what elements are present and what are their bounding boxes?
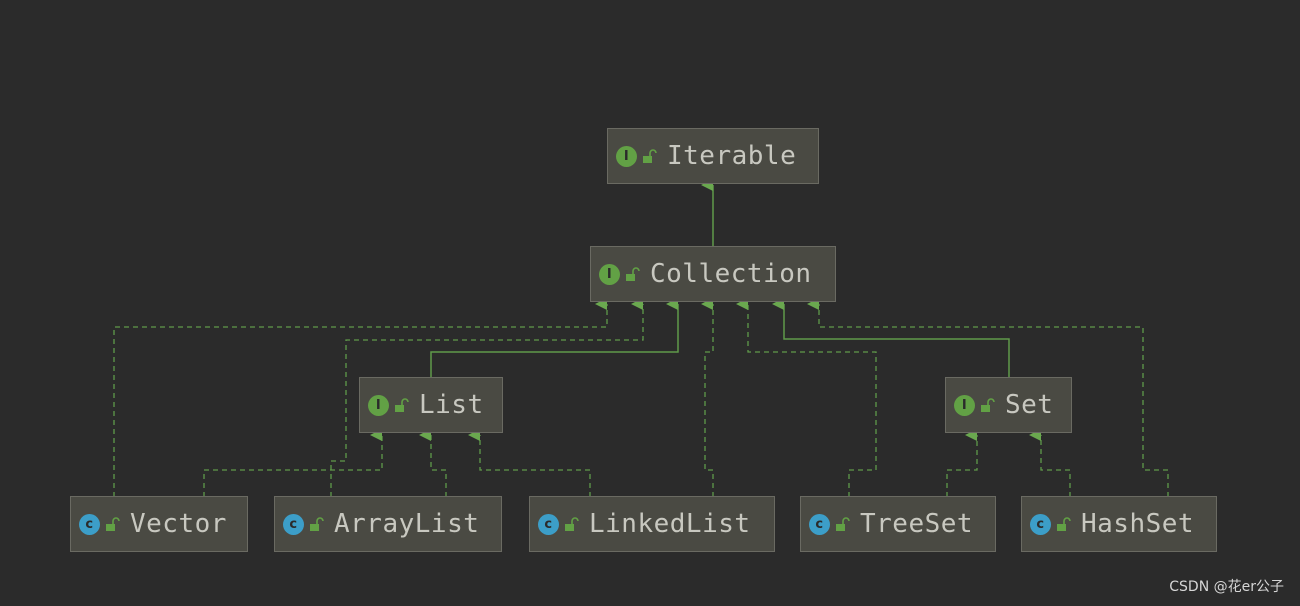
edge-hashset-collection (807, 298, 1169, 497)
edge-linkedlist-collection (701, 298, 714, 497)
class-icon: c (1030, 513, 1051, 535)
node-collection[interactable]: I Collection (590, 246, 836, 302)
class-icon: c (283, 513, 304, 535)
interface-icon: I (599, 263, 620, 285)
edge-linkedlist-list (468, 429, 591, 497)
class-icon: c (809, 513, 830, 535)
edge-hashset-set (1029, 429, 1071, 497)
node-label: HashSet (1081, 509, 1195, 539)
unlock-icon (981, 398, 995, 412)
class-icon: c (538, 513, 559, 535)
unlock-icon (310, 517, 324, 531)
node-treeset[interactable]: c TreeSet (800, 496, 996, 552)
edge-vector-list (203, 429, 383, 497)
unlock-icon (836, 517, 850, 531)
node-list[interactable]: I List (359, 377, 503, 433)
edge-set-collection (772, 298, 1010, 378)
edge-arraylist-collection (330, 298, 644, 497)
edge-treeset-collection (736, 298, 877, 497)
node-label: Iterable (667, 141, 797, 171)
edge-vector-collection (113, 298, 608, 497)
edge-list-collection (430, 298, 679, 378)
unlock-icon (395, 398, 409, 412)
node-label: Vector (130, 509, 227, 539)
class-icon: c (79, 513, 100, 535)
edge-arraylist-list (419, 429, 447, 497)
unlock-icon (1057, 517, 1071, 531)
interface-icon: I (368, 394, 389, 416)
node-label: TreeSet (860, 509, 974, 539)
node-label: Collection (650, 259, 812, 289)
node-set[interactable]: I Set (945, 377, 1072, 433)
node-arraylist[interactable]: c ArrayList (274, 496, 502, 552)
node-hashset[interactable]: c HashSet (1021, 496, 1217, 552)
watermark: CSDN @花er公子 (1169, 579, 1284, 595)
node-label: List (419, 390, 484, 420)
node-vector[interactable]: c Vector (70, 496, 248, 552)
unlock-icon (106, 517, 120, 531)
node-iterable[interactable]: I Iterable (607, 128, 819, 184)
unlock-icon (643, 149, 657, 163)
node-linkedlist[interactable]: c LinkedList (529, 496, 775, 552)
interface-icon: I (954, 394, 975, 416)
interface-icon: I (616, 145, 637, 167)
node-label: Set (1005, 390, 1054, 420)
node-label: ArrayList (334, 509, 480, 539)
unlock-icon (565, 517, 579, 531)
edge-treeset-set (946, 429, 978, 497)
unlock-icon (626, 267, 640, 281)
node-label: LinkedList (589, 509, 751, 539)
